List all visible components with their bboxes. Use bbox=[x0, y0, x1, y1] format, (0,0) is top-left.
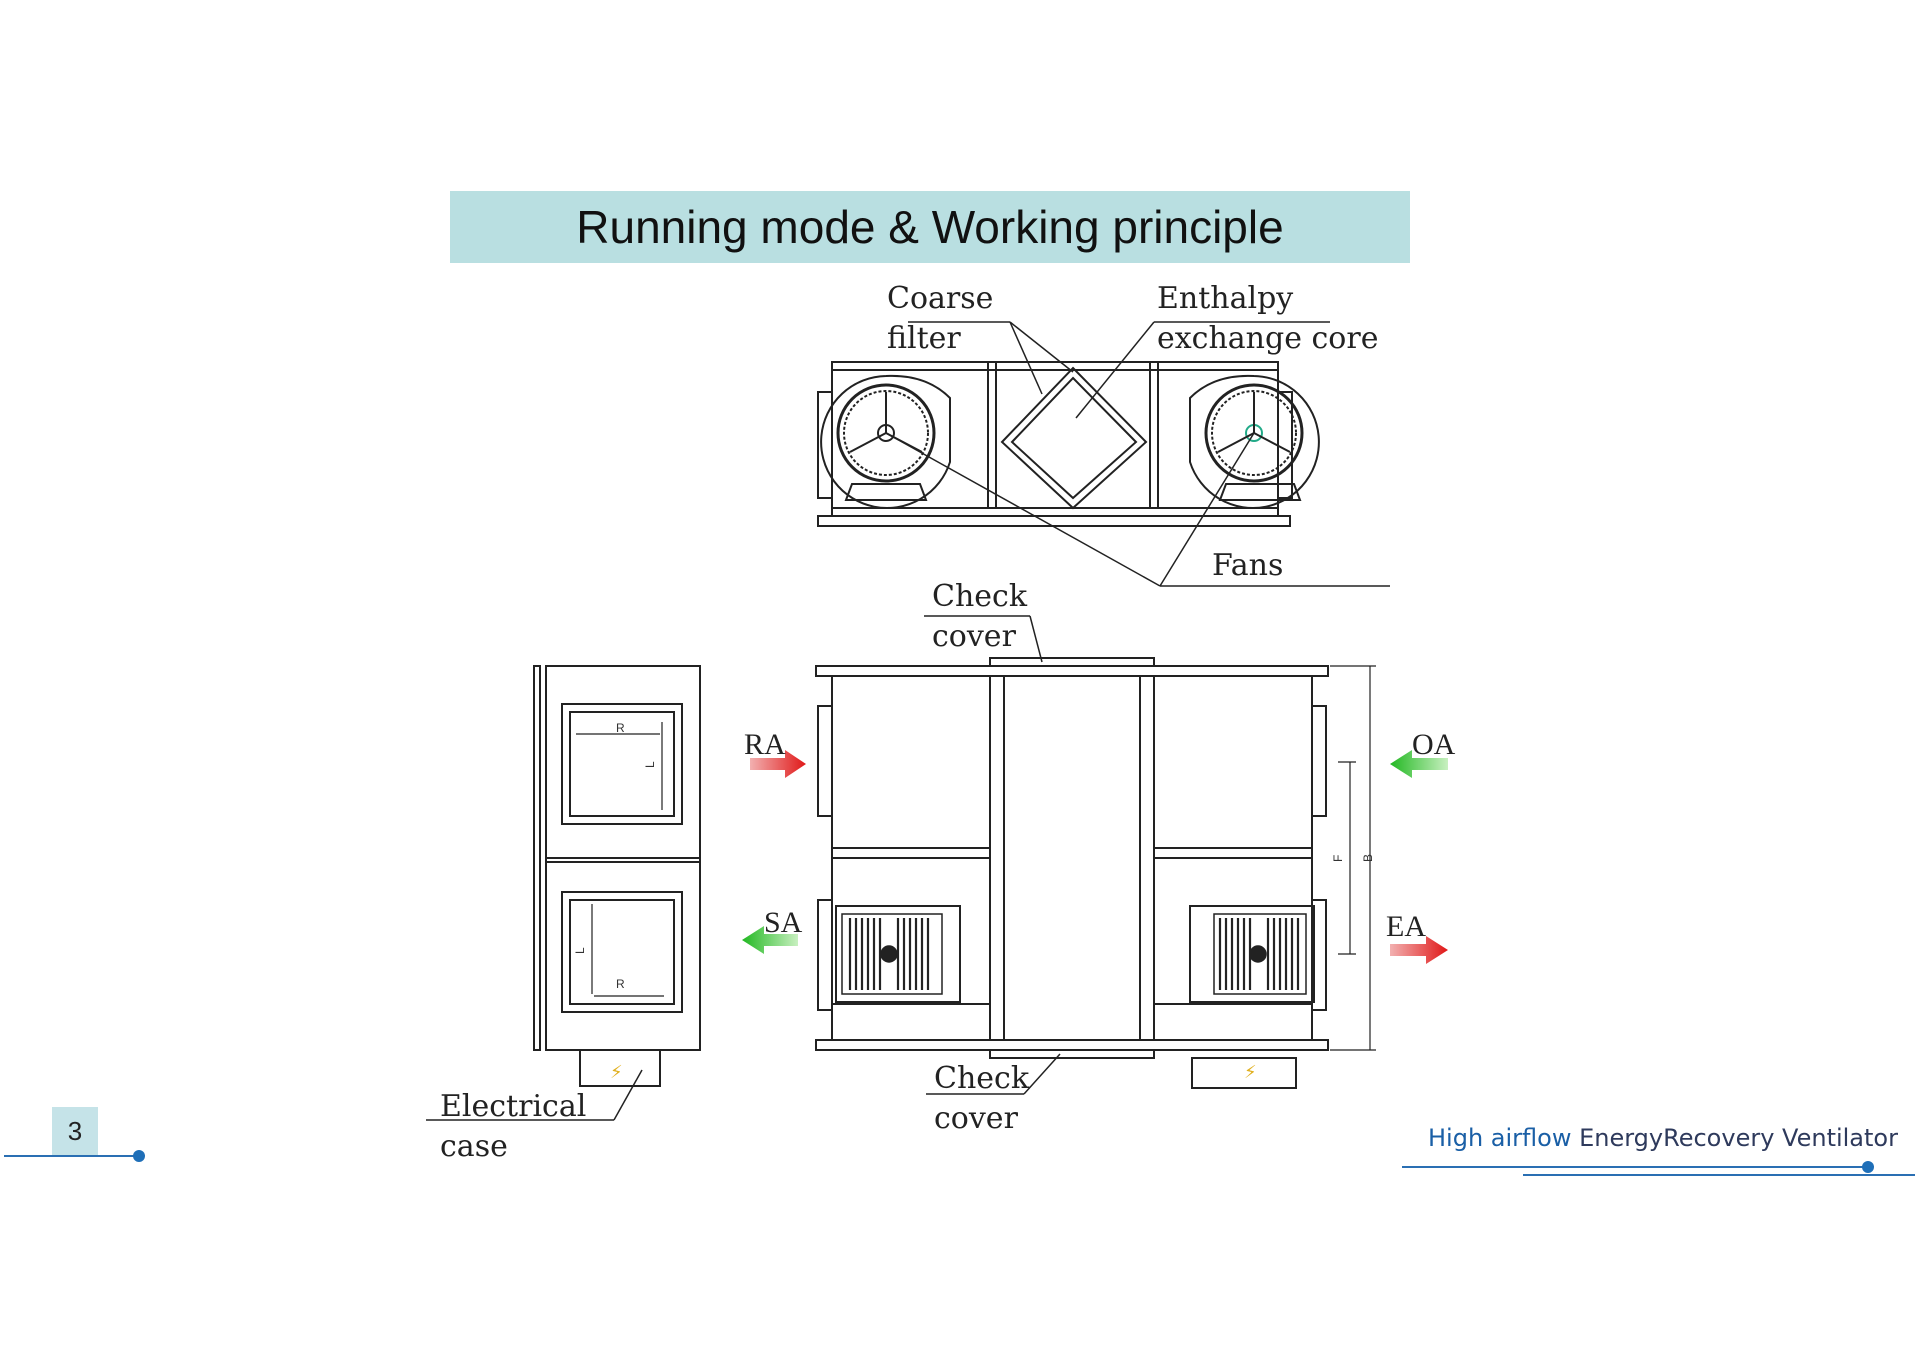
label-sa: SA bbox=[764, 906, 803, 939]
lightning-icon: ⚡ bbox=[1244, 1062, 1257, 1083]
label-coarse-filter-1: Coarse bbox=[887, 281, 993, 316]
page-title: Running mode & Working principle bbox=[576, 201, 1284, 253]
label-ea: EA bbox=[1386, 910, 1426, 943]
dim-l-bottom: L bbox=[573, 947, 587, 954]
arrow-ea bbox=[1390, 936, 1448, 964]
lightning-icon: ⚡ bbox=[610, 1062, 623, 1083]
page-line bbox=[4, 1155, 138, 1157]
label-check-cover-top-1: Check bbox=[932, 579, 1028, 614]
footer-title: High airflow EnergyRecovery Ventilator bbox=[1428, 1124, 1898, 1152]
arrow-ra bbox=[750, 750, 806, 778]
footer-highlight: High airflow bbox=[1428, 1124, 1572, 1152]
top-fan-right bbox=[1189, 374, 1320, 509]
front-fan-left bbox=[841, 913, 943, 995]
footer-dot bbox=[1862, 1161, 1874, 1173]
label-check-cover-bottom-2: cover bbox=[934, 1101, 1019, 1136]
footer-line-2 bbox=[1523, 1174, 1915, 1176]
label-electrical-1: Electrical bbox=[440, 1089, 586, 1124]
label-electrical-2: case bbox=[440, 1129, 508, 1164]
label-check-cover-top-2: cover bbox=[932, 619, 1017, 654]
dim-b-label: B bbox=[1361, 854, 1375, 862]
label-oa: OA bbox=[1412, 728, 1456, 761]
front-view-unit bbox=[815, 657, 1376, 1089]
front-fan-right bbox=[1213, 913, 1307, 995]
page-number: 3 bbox=[52, 1107, 98, 1155]
arrow-oa bbox=[1390, 750, 1448, 778]
page-dot bbox=[133, 1150, 145, 1162]
label-check-cover-bottom-1: Check bbox=[934, 1061, 1030, 1096]
label-enthalpy-2: exchange core bbox=[1157, 321, 1378, 356]
label-fans: Fans bbox=[1212, 548, 1283, 583]
dim-r-bottom: R bbox=[616, 977, 625, 991]
top-fan-left bbox=[820, 374, 951, 509]
dim-l-top: L bbox=[643, 761, 657, 768]
arrow-sa bbox=[742, 926, 798, 954]
label-coarse-filter-2: filter bbox=[887, 321, 961, 356]
label-ra: RA bbox=[744, 728, 786, 761]
footer-line bbox=[1402, 1166, 1868, 1168]
electrical-leader bbox=[426, 1069, 643, 1121]
dim-r-top: R bbox=[616, 721, 625, 735]
check-cover-leaders bbox=[924, 615, 1061, 1095]
label-enthalpy-1: Enthalpy bbox=[1157, 281, 1293, 316]
footer-rest: EnergyRecovery Ventilator bbox=[1571, 1124, 1898, 1152]
title-band: Running mode & Working principle bbox=[450, 191, 1410, 263]
dim-f-label: F bbox=[1331, 855, 1345, 862]
side-view-unit bbox=[533, 665, 701, 1087]
top-view-leaders bbox=[885, 321, 1390, 587]
